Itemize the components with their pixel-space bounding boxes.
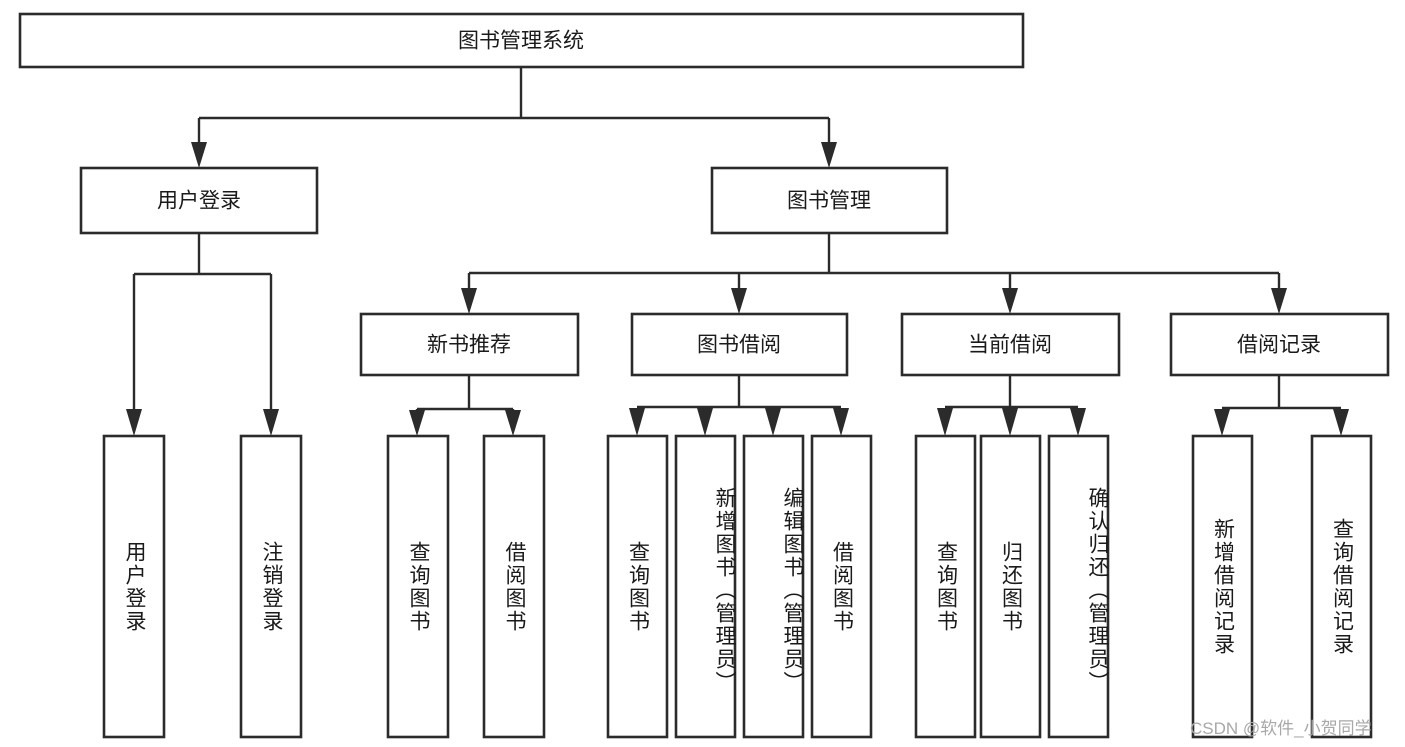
- node-book-management-box[interactable]: [710, 166, 949, 235]
- node-new-book-recommend-label: 新书推荐: [427, 334, 511, 357]
- node-leaf-query-record-box[interactable]: [1310, 434, 1373, 739]
- node-leaf-query-book-2-box[interactable]: [606, 434, 669, 739]
- node-root-label: 图书管理系统: [458, 30, 584, 53]
- node-leaf-borrow-book-2-box[interactable]: [810, 434, 873, 739]
- node-new-book-recommend-box[interactable]: [359, 312, 580, 377]
- arrow-head-new-book-recommend: [461, 288, 477, 314]
- arrow-head-leaf-borrow-book-2: [833, 408, 849, 436]
- node-book-management-label: 图书管理: [787, 190, 871, 213]
- node-current-borrow-label: 当前借阅: [968, 334, 1052, 357]
- node-leaf-query-book-3-box[interactable]: [914, 434, 977, 739]
- arrow-head-borrow-record: [1271, 288, 1287, 314]
- node-leaf-return-book-box[interactable]: [979, 434, 1042, 739]
- node-leaf-logout-login-box[interactable]: [239, 434, 303, 739]
- arrow-head-leaf-logout-login: [263, 409, 279, 436]
- arrow-head-leaf-borrow-book-1: [505, 410, 521, 436]
- arrow-head-leaf-query-record: [1333, 409, 1349, 436]
- node-book-borrow-box[interactable]: [630, 312, 849, 377]
- arrow-head-user-login: [191, 142, 207, 168]
- node-leaf-confirm-return-box[interactable]: [1047, 434, 1110, 739]
- node-root-box[interactable]: [18, 12, 1025, 69]
- node-leaf-edit-book-box[interactable]: [742, 434, 805, 739]
- arrow-head-leaf-query-book-2: [629, 408, 645, 436]
- csdn-watermark: CSDN @软件_小贺同学: [1190, 719, 1372, 738]
- arrow-head-current-borrow: [1002, 288, 1018, 314]
- node-user-login-label: 用户登录: [157, 190, 241, 213]
- node-user-login-box[interactable]: [79, 166, 319, 235]
- node-current-borrow-box[interactable]: [900, 312, 1121, 377]
- arrow-head-leaf-query-book-3: [937, 408, 953, 436]
- arrow-head-leaf-add-record: [1214, 409, 1230, 436]
- node-leaf-query-book-1-box[interactable]: [386, 434, 450, 739]
- node-borrow-record-box[interactable]: [1169, 312, 1390, 377]
- arrow-head-leaf-add-book: [697, 408, 713, 436]
- arrow-head-leaf-user-login: [126, 409, 142, 436]
- node-book-borrow-label: 图书借阅: [697, 334, 781, 357]
- node-leaf-add-record-box[interactable]: [1191, 434, 1254, 739]
- arrow-head-leaf-confirm-return: [1070, 408, 1086, 436]
- arrow-head-leaf-edit-book: [765, 408, 781, 436]
- node-leaf-borrow-book-1-box[interactable]: [482, 434, 546, 739]
- arrow-head-book-borrow: [731, 288, 747, 314]
- arrow-head-book-management: [821, 142, 837, 168]
- arrow-head-leaf-return-book: [1002, 408, 1018, 436]
- arrow-head-leaf-query-book-1: [409, 410, 425, 436]
- node-layer: 图书管理系统 用户登录 图书管理 新书推荐 图书借阅 当前借阅 借阅记录: [18, 12, 1390, 739]
- node-leaf-user-login-box[interactable]: [102, 434, 166, 739]
- connector-layer: [126, 67, 1349, 436]
- node-leaf-add-book-box[interactable]: [674, 434, 737, 739]
- node-borrow-record-label: 借阅记录: [1237, 334, 1321, 357]
